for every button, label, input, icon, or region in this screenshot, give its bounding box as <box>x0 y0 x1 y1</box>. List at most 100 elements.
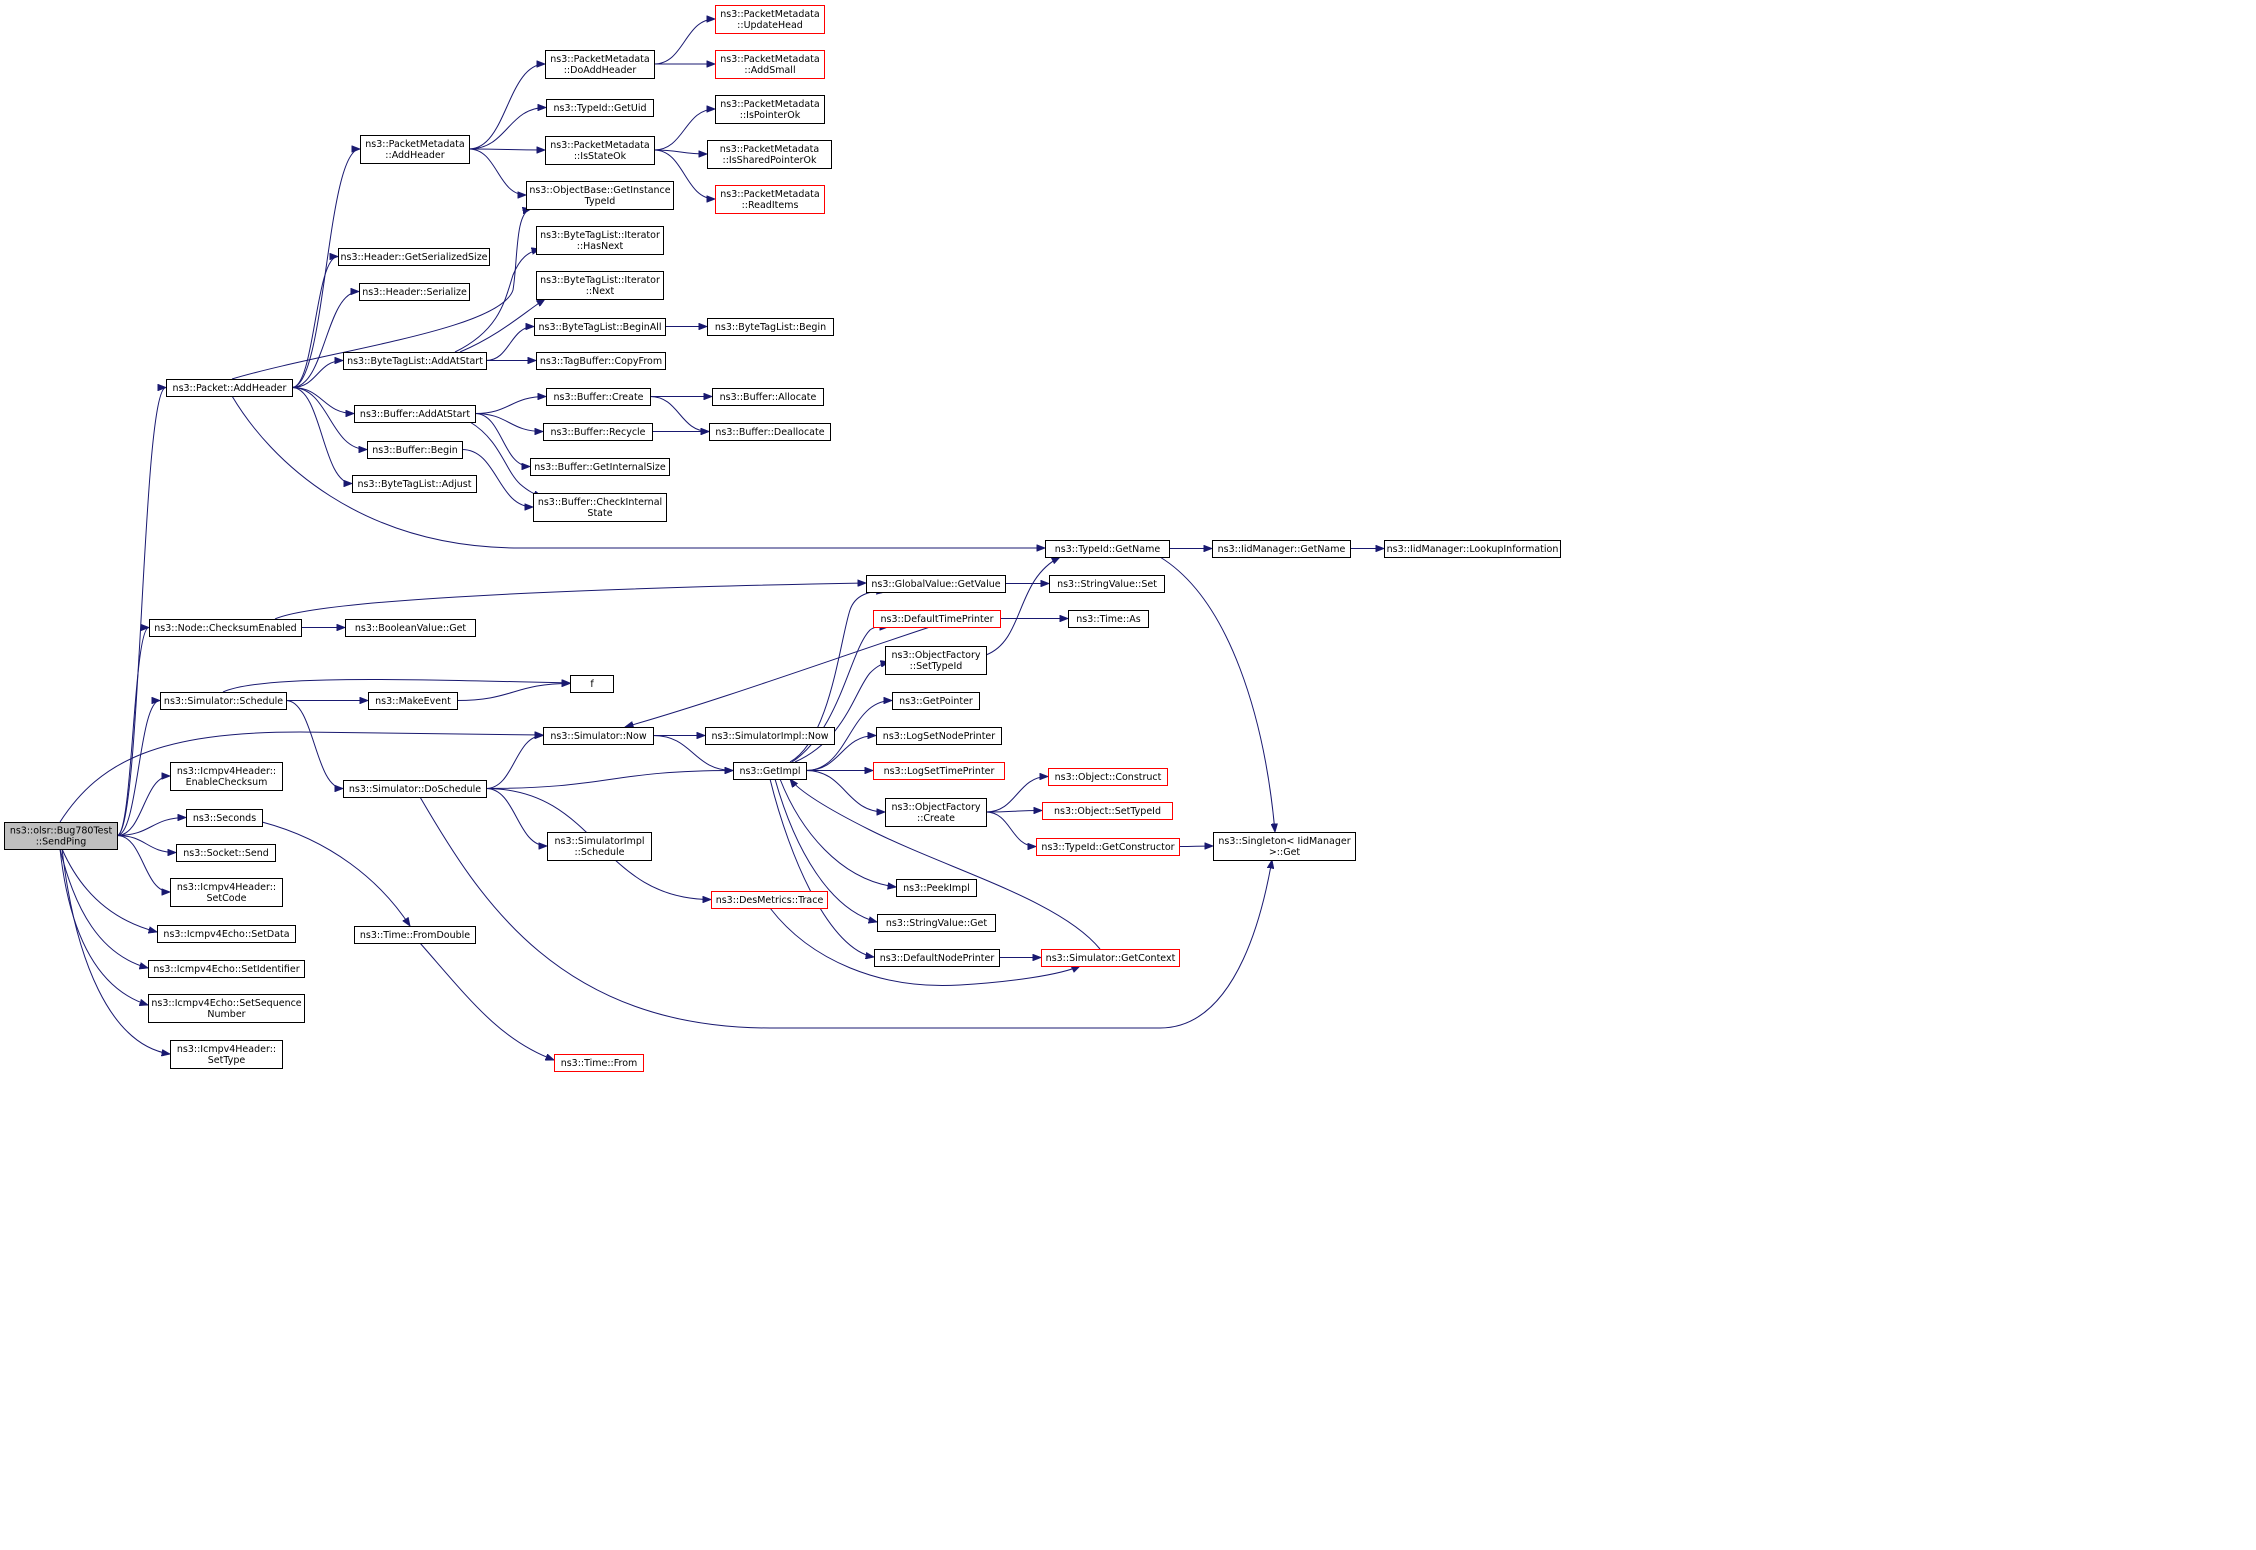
node-box <box>367 441 463 459</box>
node-getpointer[interactable]: ns3::GetPointer <box>892 692 980 710</box>
node-icmpv4header-setcode[interactable]: ns3::Icmpv4Header::SetCode <box>170 878 283 907</box>
node-label-line: ns3::PacketMetadata <box>550 54 649 65</box>
node-pm-doaddheader[interactable]: ns3::PacketMetadata::DoAddHeader <box>545 50 655 79</box>
node-packet-addheader[interactable]: ns3::Packet::AddHeader <box>166 379 293 397</box>
node-label-line: ns3::Time::As <box>1076 614 1141 625</box>
node-objectfactory-create[interactable]: ns3::ObjectFactory::Create <box>885 798 987 827</box>
node-objectfactory-settypeid[interactable]: ns3::ObjectFactory::SetTypeId <box>885 646 987 675</box>
node-label-line: ::AddSmall <box>744 65 795 76</box>
node-simulatorimpl-now[interactable]: ns3::SimulatorImpl::Now <box>705 727 835 745</box>
node-simulator-schedule[interactable]: ns3::Simulator::Schedule <box>160 692 287 710</box>
node-buffer-allocate[interactable]: ns3::Buffer::Allocate <box>712 388 824 406</box>
node-defaulttimeprinter[interactable]: ns3::DefaultTimePrinter <box>873 610 1001 628</box>
node-box <box>4 822 118 850</box>
node-box <box>547 832 652 861</box>
call-graph: ns3::olsr::Bug780Test::SendPing ns3::Pack… <box>4 5 1561 1072</box>
edge-defaulttimeprinter-to-simulator-now <box>625 626 931 727</box>
node-icmpv4echo-setidentifier[interactable]: ns3::Icmpv4Echo::SetIdentifier <box>148 960 305 978</box>
node-icmpv4echo-setdata[interactable]: ns3::Icmpv4Echo::SetData <box>157 925 296 943</box>
node-label-line: ::UpdateHead <box>737 20 803 31</box>
node-object-settypeid[interactable]: ns3::Object::SetTypeId <box>1042 802 1173 820</box>
node-btl-iter-next[interactable]: ns3::ByteTagList::Iterator::Next <box>536 271 664 300</box>
node-btl-beginall[interactable]: ns3::ByteTagList::BeginAll <box>534 318 666 336</box>
node-getimpl[interactable]: ns3::GetImpl <box>733 762 807 780</box>
node-stringvalue-get[interactable]: ns3::StringValue::Get <box>877 914 996 932</box>
node-btl-begin[interactable]: ns3::ByteTagList::Begin <box>707 318 834 336</box>
node-logsettimeprinter[interactable]: ns3::LogSetTimePrinter <box>873 762 1005 780</box>
node-pm-issharedpointerok[interactable]: ns3::PacketMetadata::IsSharedPointerOk <box>707 140 832 169</box>
node-layer: ns3::olsr::Bug780Test::SendPing ns3::Pack… <box>4 5 1561 1072</box>
node-root[interactable]: ns3::olsr::Bug780Test::SendPing <box>4 822 118 850</box>
node-pm-isstateok[interactable]: ns3::PacketMetadata::IsStateOk <box>545 136 655 165</box>
node-btl-addatstart[interactable]: ns3::ByteTagList::AddAtStart <box>343 352 487 370</box>
edge-simulator-now-to-getimpl <box>652 735 733 771</box>
node-peekimpl[interactable]: ns3::PeekImpl <box>896 879 977 897</box>
edge-getimpl-to-defaultnodeprinter <box>769 778 874 957</box>
node-logsetnodeprinter[interactable]: ns3::LogSetNodePrinter <box>876 727 1002 745</box>
node-label-line: ns3::Header::Serialize <box>362 287 467 298</box>
node-booleanvalue-get[interactable]: ns3::BooleanValue::Get <box>345 619 476 637</box>
node-buffer-recycle[interactable]: ns3::Buffer::Recycle <box>543 423 653 441</box>
node-iidmanager-getname[interactable]: ns3::IidManager::GetName <box>1212 540 1351 558</box>
node-btl-adjust[interactable]: ns3::ByteTagList::Adjust <box>352 475 477 493</box>
node-defaultnodeprinter[interactable]: ns3::DefaultNodePrinter <box>874 949 1000 967</box>
node-simulatorimpl-schedule[interactable]: ns3::SimulatorImpl::Schedule <box>547 832 652 861</box>
node-pm-updatehead[interactable]: ns3::PacketMetadata::UpdateHead <box>715 5 825 34</box>
node-tagbuffer-copyfrom[interactable]: ns3::TagBuffer::CopyFrom <box>536 352 666 370</box>
node-simulator-getcontext[interactable]: ns3::Simulator::GetContext <box>1041 949 1180 967</box>
node-buffer-begin[interactable]: ns3::Buffer::Begin <box>367 441 463 459</box>
node-seconds[interactable]: ns3::Seconds <box>186 809 263 827</box>
node-buffer-addatstart[interactable]: ns3::Buffer::AddAtStart <box>354 405 476 423</box>
node-makeevent[interactable]: ns3::MakeEvent <box>368 692 458 710</box>
node-icmpv4header-settype[interactable]: ns3::Icmpv4Header::SetType <box>170 1040 283 1069</box>
node-singleton-get[interactable]: ns3::Singleton< IidManager>::Get <box>1213 832 1356 861</box>
node-label-line: ns3::DefaultNodePrinter <box>880 953 995 964</box>
node-stringvalue-set[interactable]: ns3::StringValue::Set <box>1049 575 1165 593</box>
node-f[interactable]: f <box>570 675 614 693</box>
node-node-checksumenabled[interactable]: ns3::Node::ChecksumEnabled <box>149 619 302 637</box>
node-box <box>876 727 1002 745</box>
edge-getimpl-to-stringvalue-get <box>774 778 877 922</box>
node-iidmanager-lookupinformation[interactable]: ns3::IidManager::LookupInformation <box>1384 540 1561 558</box>
edge-root-to-packet-addheader <box>116 388 166 836</box>
node-simulator-now[interactable]: ns3::Simulator::Now <box>543 727 654 745</box>
edge-pm-isstateok-to-pm-issharedpointerok <box>653 149 707 154</box>
node-btl-iter-hasnext[interactable]: ns3::ByteTagList::Iterator::HasNext <box>536 226 664 255</box>
node-socket-send[interactable]: ns3::Socket::Send <box>176 844 276 862</box>
node-buffer-getinternalsize[interactable]: ns3::Buffer::GetInternalSize <box>530 458 670 476</box>
node-globalvalue-getvalue[interactable]: ns3::GlobalValue::GetValue <box>866 575 1006 593</box>
node-typeid-getname[interactable]: ns3::TypeId::GetName <box>1045 540 1170 558</box>
node-buffer-deallocate[interactable]: ns3::Buffer::Deallocate <box>709 423 831 441</box>
node-pm-readitems[interactable]: ns3::PacketMetadata::ReadItems <box>715 185 825 214</box>
node-label-line: ns3::Buffer::Recycle <box>550 427 645 438</box>
node-label-line: ns3::GetImpl <box>739 766 800 777</box>
node-time-as[interactable]: ns3::Time::As <box>1068 610 1149 628</box>
node-header-serialize[interactable]: ns3::Header::Serialize <box>359 283 470 301</box>
node-pm-addsmall[interactable]: ns3::PacketMetadata::AddSmall <box>715 50 825 79</box>
node-box <box>715 95 825 124</box>
node-simulator-doschedule[interactable]: ns3::Simulator::DoSchedule <box>343 780 487 798</box>
node-box <box>712 388 824 406</box>
node-box <box>892 692 980 710</box>
node-label-line: ::Schedule <box>574 847 624 858</box>
node-label-line: ns3::Object::SetTypeId <box>1054 806 1161 817</box>
node-pm-addheader[interactable]: ns3::PacketMetadata::AddHeader <box>360 135 470 164</box>
node-time-from[interactable]: ns3::Time::From <box>554 1054 644 1072</box>
node-time-fromdouble[interactable]: ns3::Time::FromDouble <box>354 926 476 944</box>
node-box <box>148 960 305 978</box>
node-object-construct[interactable]: ns3::Object::Construct <box>1048 768 1168 786</box>
node-typeid-getuid[interactable]: ns3::TypeId::GetUid <box>546 99 654 117</box>
node-pm-ispointerok[interactable]: ns3::PacketMetadata::IsPointerOk <box>715 95 825 124</box>
node-label-line: ns3::Icmpv4Header:: <box>177 766 276 777</box>
node-desmetrics-trace[interactable]: ns3::DesMetrics::Trace <box>711 891 828 909</box>
node-header-getserializedsize[interactable]: ns3::Header::GetSerializedSize <box>338 248 490 266</box>
node-icmpv4header-enablechecksum[interactable]: ns3::Icmpv4Header::EnableChecksum <box>170 762 283 791</box>
node-box <box>1213 832 1356 861</box>
node-buffer-create[interactable]: ns3::Buffer::Create <box>546 388 651 406</box>
edge-simulator-doschedule-to-simulatorimpl-schedule <box>485 788 547 847</box>
node-label-line: ::SendPing <box>36 837 87 848</box>
node-typeid-getconstructor[interactable]: ns3::TypeId::GetConstructor <box>1036 838 1180 856</box>
